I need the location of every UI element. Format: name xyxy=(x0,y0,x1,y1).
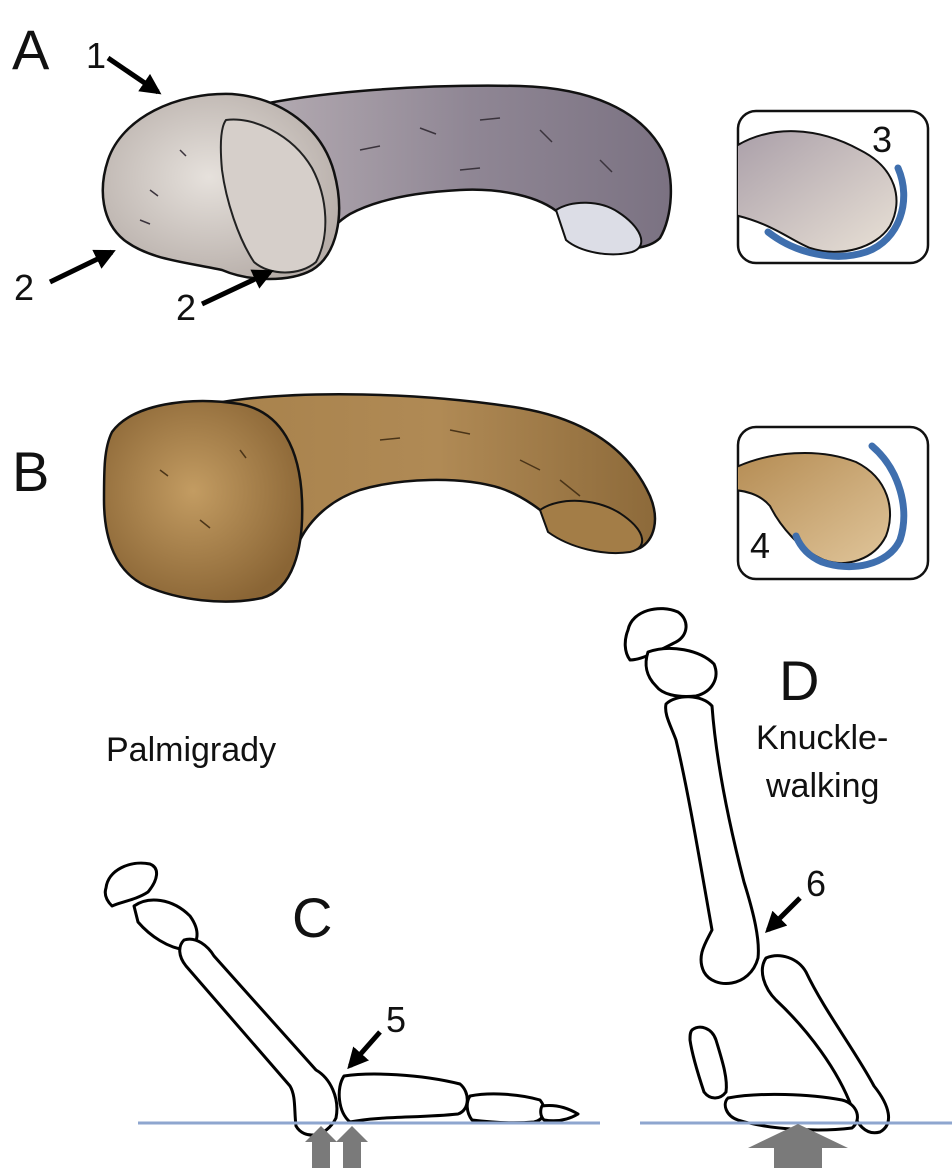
label-4: 4 xyxy=(750,528,770,564)
c-middle-phalanx xyxy=(467,1094,544,1123)
label-2-left: 2 xyxy=(14,270,34,306)
hand-d-skeleton xyxy=(625,609,888,1133)
arrow-1 xyxy=(108,58,158,92)
label-knuckle-walking-line2: walking xyxy=(766,764,879,810)
d-metacarpal xyxy=(666,697,759,984)
panel-label-c: C xyxy=(292,890,332,946)
arrow-6 xyxy=(768,898,800,930)
label-knuckle-walking-line1: Knuckle- xyxy=(756,716,888,762)
label-3: 3 xyxy=(872,122,892,158)
panel-label-b: B xyxy=(12,444,49,500)
arrow-2-left xyxy=(50,252,112,282)
panel-label-d: D xyxy=(779,653,819,709)
d-distal-phalanx xyxy=(690,1027,726,1098)
bone-a-illustration xyxy=(103,86,671,279)
d-middle-phalanx xyxy=(725,1094,857,1130)
c-distal-phalanx xyxy=(541,1105,578,1120)
c-proximal-phalanx xyxy=(339,1074,467,1122)
label-2-right: 2 xyxy=(176,290,196,326)
force-arrow-c-right xyxy=(336,1126,368,1168)
label-5: 5 xyxy=(386,1002,406,1038)
bone-b-head xyxy=(104,401,302,602)
panel-label-a: A xyxy=(12,22,49,78)
label-1: 1 xyxy=(86,38,106,74)
label-palmigrady: Palmigrady xyxy=(106,728,276,774)
label-6: 6 xyxy=(806,866,826,902)
arrow-5 xyxy=(350,1032,380,1066)
inset-3 xyxy=(730,111,928,263)
c-metacarpal xyxy=(180,939,337,1135)
hand-c-skeleton xyxy=(105,863,578,1135)
d-second-carpal xyxy=(646,648,716,696)
bone-b-illustration xyxy=(104,394,655,601)
arrow-2-right xyxy=(202,272,270,304)
